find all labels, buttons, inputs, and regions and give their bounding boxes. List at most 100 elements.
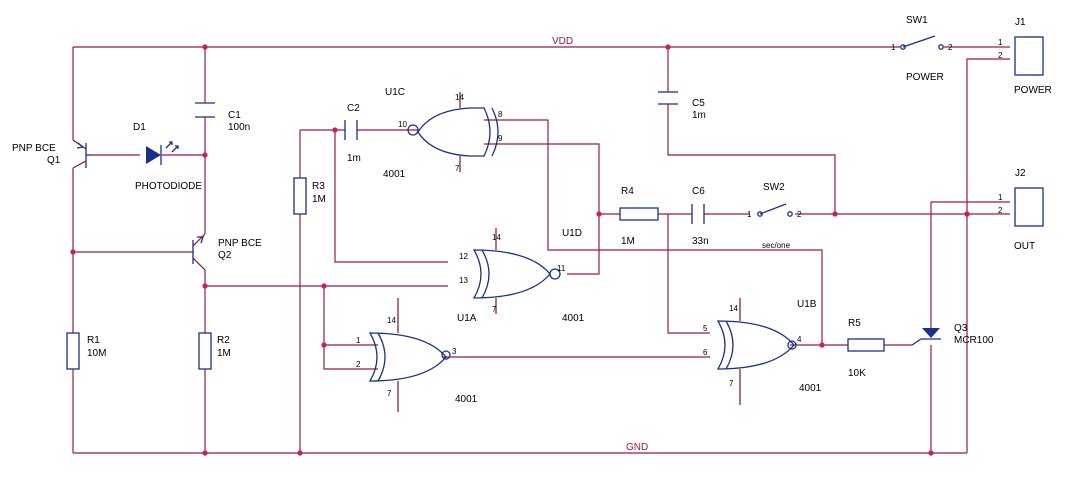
u1d-vdd-pin: 14 — [387, 316, 396, 325]
junction-dot — [596, 211, 602, 217]
switch-sw1: SW1 1 2 POWER — [891, 15, 953, 83]
r2-ref: R2 — [217, 335, 230, 346]
r2-value: 1M — [217, 348, 231, 359]
u1c-pin-in2: 9 — [498, 134, 503, 143]
c2-value: 1m — [347, 153, 361, 164]
junction-dot — [321, 283, 327, 289]
sw1-label: POWER — [906, 72, 944, 83]
resistor-r1: R1 10M — [66, 332, 106, 370]
j2-ref: J2 — [1015, 168, 1026, 179]
q2-ref: Q2 — [218, 250, 232, 261]
junction-dot — [332, 127, 338, 133]
r3-ref: R3 — [312, 181, 325, 192]
c5-ref: C5 — [692, 98, 705, 109]
nor-gate-u1b: 14 7 5 6 4 U1B 4001 — [703, 298, 822, 405]
r5-ref: R5 — [848, 318, 861, 329]
j2-label: OUT — [1014, 241, 1035, 252]
u1d-ref: U1D — [562, 228, 582, 239]
j1-label: POWER — [1014, 85, 1052, 96]
u1a-vdd-pin: 14 — [492, 233, 501, 242]
r1-ref: R1 — [87, 335, 100, 346]
junction-dot — [70, 249, 76, 255]
junction-dot — [832, 211, 838, 217]
junction-dot — [665, 44, 671, 50]
u1b-pin-in2: 6 — [703, 348, 708, 357]
switch-sw2: SW2 1 2 — [747, 182, 802, 219]
junction-dot — [202, 450, 208, 456]
u1b-vdd-pin: 14 — [729, 304, 738, 313]
junction-dot — [964, 211, 970, 217]
capacitor-c1: C1 100n — [195, 102, 250, 133]
u1b-pin-in1: 5 — [703, 324, 708, 333]
q1-ref: Q1 — [47, 155, 61, 166]
u1a-gnd-pin: 7 — [492, 305, 497, 314]
u1c-pin-in1: 8 — [498, 110, 503, 119]
sw2-pin2: 2 — [797, 210, 802, 219]
u1b-value: 4001 — [799, 383, 822, 394]
sw1-pin2: 2 — [948, 43, 953, 52]
u1a-ref: U1A — [457, 313, 477, 324]
junction-dot — [202, 44, 208, 50]
transistor-q1: PNP BCE Q1 — [12, 139, 93, 169]
j2-pin1: 1 — [998, 193, 1003, 202]
j1-ref: J1 — [1015, 17, 1026, 28]
d1-value: PHOTODIODE — [135, 181, 202, 192]
r4-ref: R4 — [621, 186, 634, 197]
u1c-vdd-pin: 14 — [455, 93, 464, 102]
wires — [72, 46, 1010, 454]
u1a-pin-in2: 13 — [459, 276, 468, 285]
u1c-gnd-pin: 7 — [455, 164, 460, 173]
capacitor-c2: C2 1m — [344, 103, 361, 164]
r3-value: 1M — [312, 194, 326, 205]
resistor-r5: R5 10K — [847, 318, 885, 379]
junction-dot — [321, 342, 327, 348]
resistor-r2: R2 1M — [198, 332, 231, 370]
sw1-ref: SW1 — [906, 15, 928, 26]
j1-pin2: 2 — [998, 51, 1003, 60]
transistor-q2: PNP BCE Q2 — [192, 233, 262, 271]
r1-value: 10M — [87, 348, 106, 359]
scr-q3: Q3 MCR100 — [911, 323, 994, 346]
c2-ref: C2 — [347, 103, 360, 114]
u1b-ref: U1B — [797, 299, 817, 310]
nor-gate-u1c: 14 7 8 9 10 U1C 4001 — [383, 87, 503, 180]
capacitor-c5: C5 1m — [658, 91, 706, 121]
resistor-r4: R4 1M — [619, 186, 659, 247]
c1-ref: C1 — [228, 110, 241, 121]
junction-dot — [202, 283, 208, 289]
junctions — [70, 44, 970, 456]
q3-ref: Q3 — [954, 323, 968, 334]
q2-type: PNP BCE — [218, 238, 262, 249]
u1a-pin-in1: 12 — [459, 252, 468, 261]
r4-value: 1M — [621, 236, 635, 247]
u1b-gnd-pin: 7 — [729, 379, 734, 388]
u1d-value: 4001 — [455, 394, 478, 405]
c6-value: 33n — [692, 236, 709, 247]
sw1-pin1: 1 — [891, 43, 896, 52]
connector-j1: J1 1 2 POWER — [998, 17, 1052, 96]
sw2-pin1: 1 — [747, 210, 752, 219]
u1d-pin-in1: 1 — [356, 336, 361, 345]
u1c-ref: U1C — [385, 87, 405, 98]
capacitor-c6: C6 33n — [691, 186, 709, 247]
c5-value: 1m — [692, 110, 706, 121]
nor-gate-u1d: 14 7 1 2 3 4001 — [356, 298, 478, 412]
u1d-pin-in2: 2 — [356, 360, 361, 369]
gnd-net-label: GND — [626, 442, 648, 453]
photodiode-d1: D1 PHOTODIODE — [133, 122, 202, 192]
u1c-pin-out: 10 — [398, 120, 407, 129]
j2-pin2: 2 — [998, 206, 1003, 215]
junction-dot — [202, 152, 208, 158]
u1a-value: 4001 — [562, 313, 585, 324]
sw2-ref: SW2 — [763, 182, 785, 193]
q3-value: MCR100 — [954, 335, 994, 346]
j1-pin1: 1 — [998, 38, 1003, 47]
junction-dot — [928, 450, 934, 456]
u1a-pin-out: 11 — [557, 264, 566, 273]
junction-dot — [819, 342, 825, 348]
r5-value: 10K — [848, 368, 866, 379]
vdd-net-label: VDD — [552, 36, 573, 47]
u1d-pin-out: 3 — [452, 347, 457, 356]
resistor-r3: R3 1M — [293, 177, 326, 215]
